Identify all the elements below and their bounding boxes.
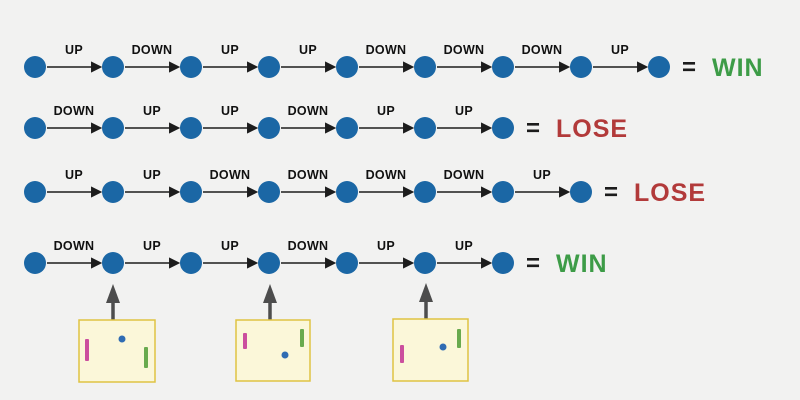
- state-node: [492, 252, 514, 274]
- state-node: [102, 56, 124, 78]
- action-label: DOWN: [366, 168, 407, 182]
- left-paddle: [243, 333, 247, 349]
- state-node: [414, 56, 436, 78]
- ball: [439, 343, 447, 351]
- action-label: UP: [143, 104, 161, 118]
- outcome-label: LOSE: [556, 115, 628, 143]
- action-label: UP: [299, 43, 317, 57]
- outcome-label: WIN: [712, 54, 764, 82]
- state-node: [336, 252, 358, 274]
- right-paddle: [144, 347, 148, 368]
- state-node: [102, 117, 124, 139]
- frame-box: [235, 319, 311, 382]
- frame-box: [78, 319, 156, 383]
- action-label: DOWN: [366, 43, 407, 57]
- action-label: UP: [611, 43, 629, 57]
- state-node: [492, 117, 514, 139]
- state-node: [648, 56, 670, 78]
- trajectory-row-4: DOWN UP UP DOWN UP UP = WIN: [24, 239, 608, 278]
- state-node: [570, 56, 592, 78]
- trajectory-row-3: UP UP DOWN DOWN DOWN DOWN UP = LOSE: [24, 168, 706, 207]
- trajectory-row-2: DOWN UP UP DOWN UP UP = LOSE: [24, 104, 628, 143]
- action-label: DOWN: [54, 239, 95, 253]
- state-node: [102, 252, 124, 274]
- equals-sign: =: [526, 115, 540, 142]
- state-node: [180, 252, 202, 274]
- frame-pointer-arrow-icon: [263, 284, 277, 303]
- game-frame-1: [78, 284, 156, 383]
- state-node: [336, 56, 358, 78]
- equals-sign: =: [526, 250, 540, 277]
- action-label: UP: [143, 239, 161, 253]
- state-node: [492, 181, 514, 203]
- action-label: UP: [65, 43, 83, 57]
- action-label: DOWN: [288, 239, 329, 253]
- state-node: [258, 56, 280, 78]
- action-label: DOWN: [444, 43, 485, 57]
- left-paddle: [400, 345, 404, 363]
- action-label: UP: [221, 239, 239, 253]
- action-label: DOWN: [132, 43, 173, 57]
- frame-box: [392, 318, 469, 382]
- ball: [281, 351, 289, 359]
- equals-sign: =: [682, 54, 696, 81]
- frame-pointer-arrow-icon: [106, 284, 120, 303]
- action-label: DOWN: [288, 168, 329, 182]
- action-label: UP: [221, 104, 239, 118]
- state-node: [258, 252, 280, 274]
- outcome-label: LOSE: [634, 179, 706, 207]
- state-node: [258, 117, 280, 139]
- action-label: DOWN: [444, 168, 485, 182]
- right-paddle: [300, 329, 304, 347]
- action-label: UP: [221, 43, 239, 57]
- equals-sign: =: [604, 179, 618, 206]
- action-label: UP: [455, 104, 473, 118]
- state-node: [24, 56, 46, 78]
- right-paddle: [457, 329, 461, 348]
- state-node: [336, 181, 358, 203]
- trajectory-row-1: UP DOWN UP UP DOWN DOWN DOWN UP = WIN: [24, 43, 764, 82]
- state-node: [24, 181, 46, 203]
- action-label: DOWN: [210, 168, 251, 182]
- action-label: DOWN: [288, 104, 329, 118]
- action-label: UP: [377, 239, 395, 253]
- state-node: [414, 181, 436, 203]
- state-node: [414, 252, 436, 274]
- state-node: [180, 181, 202, 203]
- state-node: [24, 117, 46, 139]
- state-node: [258, 181, 280, 203]
- state-node: [336, 117, 358, 139]
- state-node: [492, 56, 514, 78]
- action-label: DOWN: [522, 43, 563, 57]
- game-frame-3: [392, 283, 469, 382]
- action-label: UP: [455, 239, 473, 253]
- action-label: DOWN: [54, 104, 95, 118]
- state-node: [414, 117, 436, 139]
- state-node: [180, 56, 202, 78]
- ball: [118, 335, 126, 343]
- state-node: [570, 181, 592, 203]
- state-node: [102, 181, 124, 203]
- action-label: UP: [533, 168, 551, 182]
- game-frame-2: [235, 284, 311, 382]
- frame-pointer-arrow-icon: [419, 283, 433, 302]
- state-node: [24, 252, 46, 274]
- state-node: [180, 117, 202, 139]
- action-label: UP: [377, 104, 395, 118]
- action-label: UP: [65, 168, 83, 182]
- action-label: UP: [143, 168, 161, 182]
- outcome-label: WIN: [556, 250, 608, 278]
- left-paddle: [85, 339, 89, 361]
